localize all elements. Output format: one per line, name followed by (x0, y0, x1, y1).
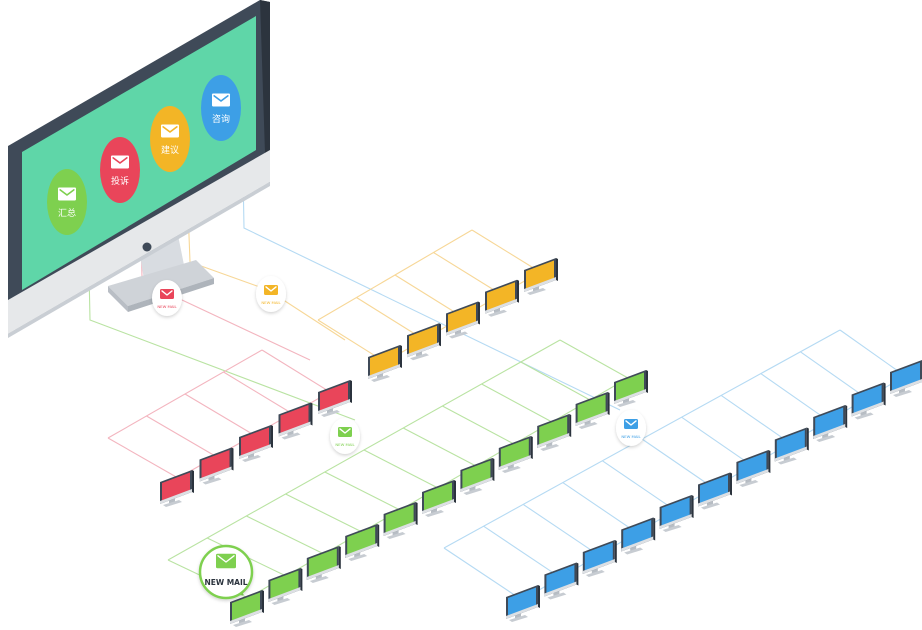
category-icon-badge (150, 106, 190, 172)
client-monitor-blue (544, 562, 579, 600)
client-monitor-red (160, 470, 194, 507)
trunk-line-blue (241, 114, 621, 411)
client-monitor-green (498, 436, 533, 473)
client-monitor-blue (659, 495, 694, 532)
mail-icon (111, 155, 129, 169)
mail-bubble-blue: NEW MAIL (616, 410, 646, 446)
client-monitor-blue (506, 585, 540, 622)
monitor-camera (142, 242, 152, 252)
grid-yellow-branch (471, 229, 541, 273)
client-monitor-blue (890, 360, 922, 397)
client-monitor-blue (774, 427, 809, 465)
client-monitor-blue (698, 472, 732, 510)
category-icon-badge (100, 137, 140, 203)
category-icon-yellow: 建议 (150, 106, 190, 172)
grid-blue-branch (681, 416, 753, 467)
grid-green-branch (363, 449, 439, 489)
client-monitor-blue (736, 450, 771, 487)
grid-green-branch (559, 339, 629, 379)
grid-yellow-branch (433, 252, 502, 295)
category-label: 建议 (161, 144, 179, 156)
grid-red-branch (184, 393, 255, 436)
grid-blue-branch (800, 351, 868, 399)
grid-yellow-branch (356, 297, 425, 340)
monitor-chin (8, 150, 270, 334)
client-monitor-yellow (407, 323, 441, 361)
mini-new-mail-label: NEW MAIL (335, 442, 355, 447)
grid-green-branch (402, 427, 477, 467)
client-monitor-blue (813, 405, 848, 442)
category-icon-badge (201, 75, 241, 141)
category-icon-badge (47, 169, 87, 235)
callout-circle (198, 544, 254, 600)
category-label: 投诉 (111, 175, 129, 187)
grid-green-branch (481, 383, 553, 423)
client-monitor-red (278, 402, 313, 440)
client-monitor-green (306, 546, 341, 583)
client-monitor-blue (582, 540, 617, 577)
grid-blue-branch (720, 394, 791, 444)
mail-bubble-yellow: NEW MAIL (256, 276, 286, 312)
client-monitors (160, 258, 922, 627)
client-monitor-green (614, 370, 648, 407)
category-icons: 汇总 投诉 建议 咨询 (47, 75, 241, 235)
client-monitor-blue (621, 517, 656, 555)
category-label: 汇总 (58, 207, 76, 219)
category-icon-green: 汇总 (47, 169, 87, 235)
grid-blue-branch (839, 329, 906, 377)
category-label: 咨询 (212, 113, 230, 125)
grid-green-branch (246, 515, 325, 555)
client-monitor-yellow (485, 279, 519, 317)
grid-red-branch (223, 371, 293, 414)
grid-blue-branch (760, 373, 829, 422)
mail-icon (161, 124, 179, 138)
grid-red-branch (107, 437, 179, 479)
client-monitor-yellow (446, 301, 480, 339)
client-monitor-green (537, 414, 572, 451)
grid-blue-branch (641, 438, 714, 489)
client-monitor-red (239, 425, 273, 462)
mail-icon (212, 93, 230, 107)
grid-blue-branch (443, 547, 523, 601)
callout-new-mail-label: NEW MAIL (204, 578, 247, 587)
client-monitor-green (575, 392, 610, 429)
grid-blue-branch (483, 525, 561, 579)
client-monitor-green (230, 590, 264, 627)
monitor-side (260, 0, 270, 184)
mail-bubble-green: NEW MAIL (330, 418, 360, 454)
grid-blue-branch (562, 482, 638, 534)
monitor-chin-bottom (8, 182, 270, 338)
mini-new-mail-label: NEW MAIL (621, 434, 641, 439)
mail-bubble-red: NEW MAIL (152, 280, 182, 316)
client-monitor-green (345, 524, 380, 561)
grid-green-branch (442, 405, 515, 445)
grid-green-branch (324, 471, 401, 511)
grid-red-branch (146, 415, 217, 457)
category-icon-blue: 咨询 (201, 75, 241, 141)
monitor-stand-base-edge (108, 286, 128, 312)
client-monitor-green (422, 480, 456, 517)
mail-icon (58, 187, 76, 201)
new-mail-callout: NEW MAIL (198, 544, 254, 600)
client-monitor-yellow (524, 258, 558, 295)
grid-yellow-branch (394, 274, 463, 318)
client-monitor-yellow (368, 345, 402, 382)
category-icon-red: 投诉 (100, 137, 140, 203)
client-monitor-green (460, 458, 495, 495)
client-monitor-green (383, 502, 418, 539)
grid-green-branch (285, 493, 363, 533)
client-monitor-red (318, 380, 352, 417)
mail-icon (216, 553, 236, 569)
mini-new-mail-label: NEW MAIL (157, 304, 177, 309)
grid-green-branch (520, 361, 591, 401)
client-monitor-blue (851, 382, 886, 420)
client-monitor-green (268, 568, 303, 605)
mini-new-mail-label: NEW MAIL (261, 300, 281, 305)
grid-blue-branch (602, 460, 676, 511)
grid-blue-branch (522, 503, 599, 556)
mail-bubbles: NEW MAIL NEW MAIL NEW MAIL NEW MAIL (152, 276, 646, 454)
client-monitor-red (199, 447, 234, 485)
grid-red-branch (261, 349, 331, 393)
